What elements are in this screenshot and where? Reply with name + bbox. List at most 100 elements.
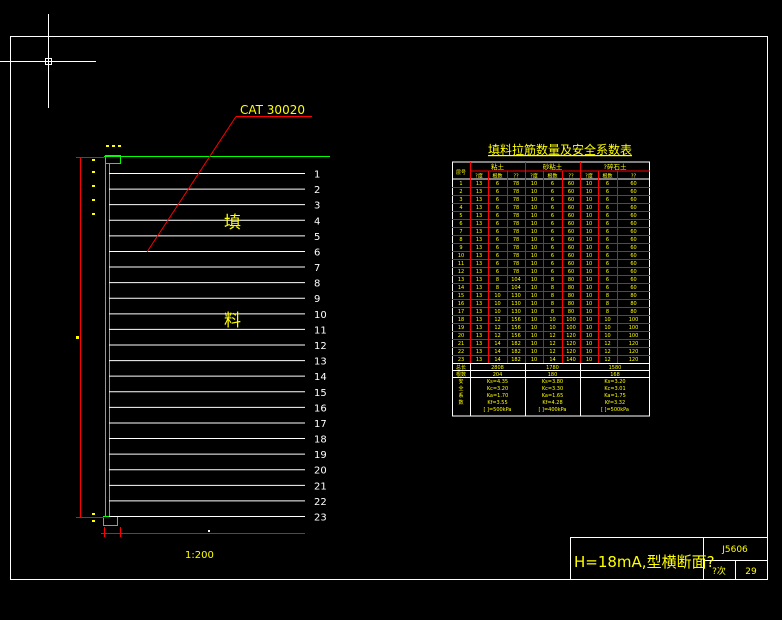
layer-number-label: 1 (314, 170, 320, 181)
layer-number-label: 4 (314, 216, 320, 227)
table-cell: 156 (511, 317, 521, 323)
table-cell: 16 (458, 301, 464, 307)
table-cell: 12 (604, 357, 610, 363)
table-cell: 10 (531, 181, 537, 187)
table-cell: 80 (630, 309, 636, 315)
table-cell: 6 (606, 285, 609, 291)
table-cell: 10 (531, 197, 537, 203)
table-cell: 8 (606, 293, 609, 299)
table-cell: 120 (566, 333, 576, 339)
table-cell: 6 (606, 229, 609, 235)
table-cell: 60 (630, 205, 636, 211)
table-cell: 6 (606, 189, 609, 195)
table-cell: 12 (494, 317, 500, 323)
table-cell: 10 (531, 229, 537, 235)
leader-label: CAT 30020 (240, 103, 305, 117)
layer-number-label: 10 (314, 310, 327, 321)
layer-number-label: 17 (314, 419, 327, 430)
leader-line (146, 116, 312, 253)
table-cell: 60 (630, 261, 636, 267)
table-cell: 156 (511, 325, 521, 331)
table-cell: 10 (604, 325, 610, 331)
table-cell: 19 (458, 325, 464, 331)
table-cell: 10 (531, 245, 537, 251)
table-summary-value: Kf=4.28 (542, 400, 562, 406)
table-group-header: ?碎石土 (604, 162, 627, 171)
table-cell: 12 (549, 349, 555, 355)
table-cell: 13 (476, 213, 482, 219)
table-cell: 104 (511, 277, 521, 283)
table-summary-value: Ka=1.75 (604, 393, 626, 399)
table-cell: 12 (604, 341, 610, 347)
table-cell: 10 (604, 333, 610, 339)
table-sub-header: ?? (513, 174, 519, 180)
table-cell: 60 (568, 261, 574, 267)
title-block-sheet-label: ?次 (712, 565, 726, 577)
table-cell: 6 (496, 197, 499, 203)
table-cell: 6 (606, 205, 609, 211)
table-cell: 60 (568, 229, 574, 235)
table-cell: 10 (586, 269, 592, 275)
table-cell: 13 (476, 221, 482, 227)
table-summary-value: Kc=3.20 (487, 386, 508, 392)
table-cell: 60 (568, 245, 574, 251)
table-cell: 80 (630, 301, 636, 307)
table-cell: 12 (549, 333, 555, 339)
table-cell: 8 (551, 277, 554, 283)
table-cell: 6 (551, 197, 554, 203)
table-cell: 8 (496, 277, 499, 283)
table-cell: 120 (629, 357, 639, 363)
table-cell: 13 (476, 333, 482, 339)
table-cell: 13 (476, 181, 482, 187)
table-cell: 10 (531, 237, 537, 243)
table-cell: 13 (476, 269, 482, 275)
table-cell: 10 (586, 357, 592, 363)
table-cell: 10 (458, 253, 464, 259)
table-cell: 78 (513, 213, 519, 219)
layer-number-label: 14 (314, 372, 327, 383)
table-cell: 10 (586, 245, 592, 251)
layer-number-label: 20 (314, 466, 327, 477)
table-cell: 10 (586, 189, 592, 195)
table-cell: 60 (630, 269, 636, 275)
layer-number-label: 13 (314, 357, 327, 368)
table-cell: 7 (459, 229, 462, 235)
table-cell: 140 (566, 357, 576, 363)
table-cell: 10 (586, 325, 592, 331)
table-cell: 6 (496, 237, 499, 243)
table-sub-header: ?? (631, 174, 637, 180)
table-cell: 6 (606, 213, 609, 219)
table-cell: 13 (476, 245, 482, 251)
table-cell: 60 (630, 213, 636, 219)
table-cell: 10 (494, 293, 500, 299)
table-cell: 60 (630, 229, 636, 235)
dimension-text-mark (76, 336, 79, 339)
table-cell: 10 (586, 309, 592, 315)
table-cell: 60 (568, 253, 574, 259)
table-cell: 3 (459, 197, 462, 203)
table-cell: 6 (551, 189, 554, 195)
table-summary-value: Ks=3.20 (604, 379, 625, 385)
table-summary-label: 总长 (456, 364, 466, 371)
layer-number-label: 11 (314, 325, 327, 336)
table-group-header: 砂粘土 (543, 162, 563, 171)
table-cell: 10 (586, 333, 592, 339)
table-cell: 6 (606, 269, 609, 275)
crosshair-cursor (0, 14, 96, 108)
table-cell: 14 (458, 285, 464, 291)
table-cell: 6 (496, 253, 499, 259)
table-cell: 9 (459, 245, 462, 251)
table-summary-value: Kc=3.01 (604, 386, 625, 392)
table-cell: 14 (494, 341, 500, 347)
table-cell: 60 (568, 205, 574, 211)
layer-number-label: 3 (314, 201, 320, 212)
table-cell: 80 (568, 277, 574, 283)
table-cell: 6 (551, 245, 554, 251)
table-sub-header: ?? (568, 174, 574, 180)
table-cell: 17 (458, 309, 464, 315)
table-cell: 80 (568, 293, 574, 299)
table-cell: 10 (531, 317, 537, 323)
table-cell: 4 (459, 205, 462, 211)
table-cell: 10 (531, 357, 537, 363)
